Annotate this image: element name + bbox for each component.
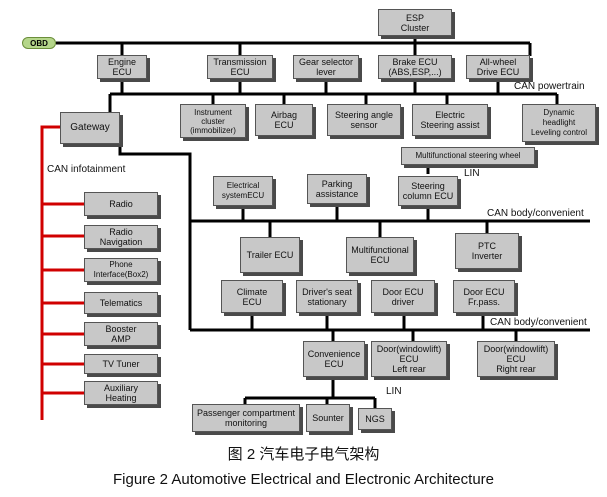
booster-amp-box: Booster AMP [84, 322, 158, 346]
tv-tuner-box: TV Tuner [84, 354, 158, 374]
gear-selector-box: Gear selector lever [293, 55, 359, 79]
lin-label-2: LIN [386, 386, 402, 397]
dynamic-headlight-box: Dynamic headlight Leveling control [522, 104, 596, 142]
engine-ecu-box: Engine ECU [97, 55, 147, 79]
mf-steering-wheel-box: Multifunctional steering wheel [401, 147, 535, 165]
trailer-ecu-box: Trailer ECU [240, 237, 300, 273]
brake-ecu-box: Brake ECU (ABS,ESP,...) [378, 55, 452, 79]
can-body-label-1: CAN body/convenient [487, 208, 584, 219]
phone-interface-box: Phone Interface(Box2) [84, 258, 158, 282]
ptc-inverter-box: PTC Inverter [455, 233, 519, 269]
steering-angle-box: Steering angle sensor [327, 104, 401, 136]
convenience-ecu-box: Convenience ECU [303, 341, 365, 377]
parking-assistance-box: Parking assistance [307, 174, 367, 204]
obd-port: OBD [22, 37, 56, 49]
lin-label-1: LIN [464, 168, 480, 179]
drivers-seat-box: Driver's seat stationary [296, 280, 358, 313]
passenger-monitoring-box: Passenger compartment monitoring [192, 404, 300, 432]
awd-ecu-box: All-wheel Drive ECU [466, 55, 530, 79]
can-powertrain-label: CAN powertrain [514, 81, 585, 92]
electric-steering-box: Electric Steering assist [412, 104, 488, 136]
can-body-label-2: CAN body/convenient [490, 317, 587, 328]
caption-chinese: 图 2 汽车电子电气架构 [227, 446, 380, 463]
multifunctional-ecu-box: Multifunctional ECU [346, 237, 414, 273]
electrical-system-ecu-box: Electrical systemECU [213, 176, 273, 206]
can-infotainment-label: CAN infotainment [47, 164, 126, 175]
infotainment-bus-line [40, 125, 84, 420]
climate-ecu-box: Climate ECU [221, 280, 283, 313]
auxiliary-heating-box: Auxiliary Heating [84, 381, 158, 405]
airbag-ecu-box: Airbag ECU [255, 104, 313, 136]
instrument-cluster-box: Instrument cluster (immobilizer) [180, 104, 246, 138]
door-right-rear-box: Door(windowlift) ECU Right rear [477, 341, 555, 377]
radio-box: Radio [84, 192, 158, 216]
sounter-box: Sounter [306, 404, 350, 432]
door-ecu-frpass-box: Door ECU Fr.pass. [453, 280, 515, 313]
telematics-box: Telematics [84, 292, 158, 314]
gateway-box: Gateway [60, 112, 120, 144]
door-left-rear-box: Door(windowlift) ECU Left rear [371, 341, 447, 377]
esp-cluster-box: ESP Cluster [378, 9, 452, 36]
caption-english: Figure 2 Automotive Electrical and Elect… [112, 471, 494, 488]
transmission-ecu-box: Transmission ECU [207, 55, 273, 79]
door-ecu-driver-box: Door ECU driver [371, 280, 435, 313]
steering-column-ecu-box: Steering column ECU [398, 176, 458, 206]
ngs-box: NGS [358, 408, 392, 430]
radio-navigation-box: Radio Navigation [84, 225, 158, 249]
